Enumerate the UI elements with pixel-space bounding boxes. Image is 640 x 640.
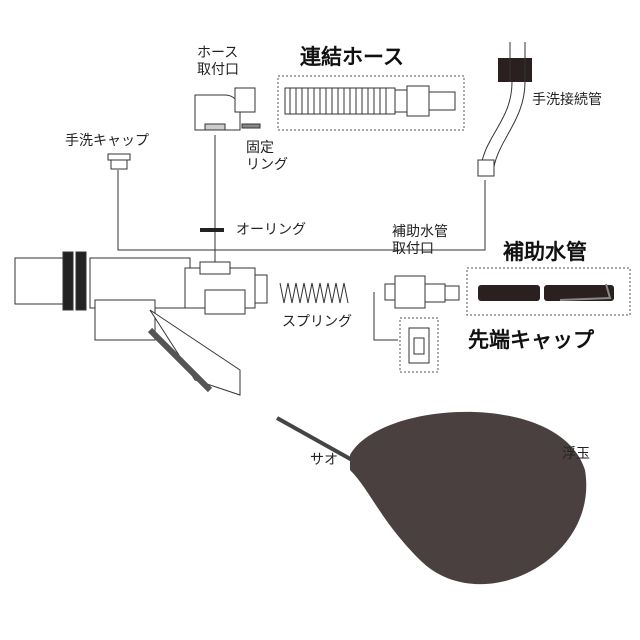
hose-mount-part bbox=[194, 87, 261, 131]
label-hose-mount: ホース 取付口 bbox=[197, 45, 239, 79]
spring-part bbox=[279, 282, 349, 304]
handwash-cap-leader bbox=[117, 170, 200, 251]
label-rod: サオ bbox=[310, 452, 338, 468]
label-handwash-pipe: 手洗接続管 bbox=[532, 92, 602, 108]
label-spring: スプリング bbox=[282, 314, 352, 330]
handwash-pipe bbox=[477, 42, 532, 177]
label-o-ring: オーリング bbox=[236, 222, 306, 238]
connecting-hose-box bbox=[277, 75, 465, 131]
handwash-cap bbox=[107, 153, 131, 170]
label-line: 固定 bbox=[246, 140, 274, 156]
label-connecting-hose: 連結ホース bbox=[300, 45, 404, 69]
label-line: 補助水管 bbox=[392, 224, 448, 240]
tip-cap-box bbox=[399, 317, 439, 373]
label-aux-pipe-mount: 補助水管 取付口 bbox=[392, 224, 448, 258]
valve-body bbox=[14, 251, 268, 396]
connecting-hose bbox=[284, 85, 456, 117]
aux-pipe-part bbox=[478, 283, 614, 301]
label-fixing-ring: 固定 リング bbox=[246, 140, 288, 174]
label-tip-cap: 先端キャップ bbox=[468, 328, 594, 352]
aux-pipe-mount-part bbox=[384, 275, 460, 309]
tip-cap-leader bbox=[373, 292, 398, 341]
label-float-ball: 浮玉 bbox=[562, 446, 590, 462]
label-line: 取付口 bbox=[197, 62, 239, 78]
tip-cap-part bbox=[408, 327, 430, 364]
aux-pipe-box bbox=[466, 267, 631, 316]
label-line: リング bbox=[246, 157, 288, 173]
float-ball-part bbox=[350, 411, 587, 585]
label-line: 取付口 bbox=[392, 241, 434, 257]
label-handwash-cap: 手洗キャップ bbox=[65, 133, 149, 149]
label-line: ホース bbox=[197, 45, 239, 61]
label-aux-pipe: 補助水管 bbox=[503, 240, 587, 264]
o-ring-part bbox=[200, 228, 224, 232]
handwash-pipe-leader bbox=[200, 180, 486, 251]
